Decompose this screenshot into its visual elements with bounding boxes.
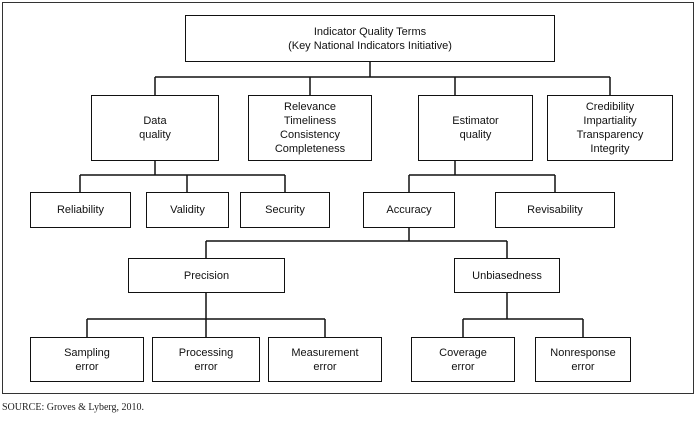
node-measurement-error: Measurement error — [268, 337, 382, 382]
node-validity: Validity — [146, 192, 229, 228]
node-unbiasedness: Unbiasedness — [454, 258, 560, 293]
node-credibility-group: Credibility Impartiality Transparency In… — [547, 95, 673, 161]
source-note: SOURCE: Groves & Lyberg, 2010. — [2, 402, 145, 413]
node-estimator-quality: Estimator quality — [418, 95, 533, 161]
node-indicator-quality-terms: Indicator Quality Terms (Key National In… — [185, 15, 555, 62]
node-data-quality: Data quality — [91, 95, 219, 161]
node-nonresponse-error: Nonresponse error — [535, 337, 631, 382]
node-accuracy: Accuracy — [363, 192, 455, 228]
node-coverage-error: Coverage error — [411, 337, 515, 382]
node-reliability: Reliability — [30, 192, 131, 228]
diagram-frame — [2, 2, 694, 394]
node-security: Security — [240, 192, 330, 228]
node-precision: Precision — [128, 258, 285, 293]
node-sampling-error: Sampling error — [30, 337, 144, 382]
node-processing-error: Processing error — [152, 337, 260, 382]
node-relevance-group: Relevance Timeliness Consistency Complet… — [248, 95, 372, 161]
node-revisability: Revisability — [495, 192, 615, 228]
